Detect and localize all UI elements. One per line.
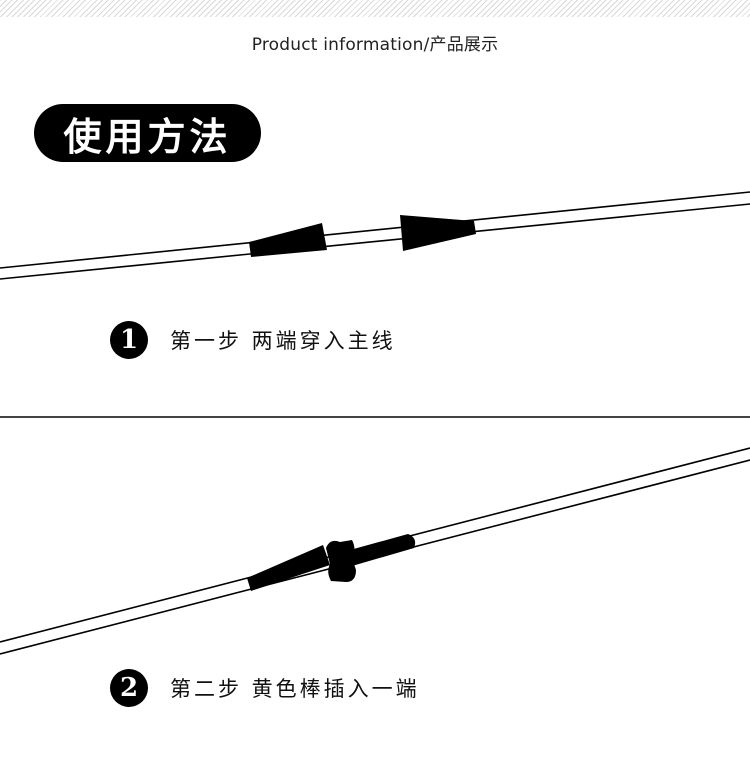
step-1-number: 1 — [110, 321, 148, 359]
section-divider — [0, 416, 750, 418]
line-diagram-1 — [0, 191, 750, 280]
step2-illustration — [0, 440, 750, 660]
stopper-joint — [326, 540, 356, 582]
step-1-text: 第一步 两端穿入主线 — [170, 329, 396, 353]
stopper-cone — [247, 545, 330, 591]
step-2: 2 第二步 黄色棒插入一端 — [110, 669, 420, 707]
header-pattern — [0, 0, 750, 17]
page-title: Product information/产品展示 — [251, 35, 499, 55]
step-2-number: 2 — [110, 669, 148, 707]
step1-illustration — [0, 180, 750, 290]
main-line-lower — [0, 203, 750, 280]
line-diagram-2 — [0, 447, 750, 655]
step-1: 1 第一步 两端穿入主线 — [110, 321, 396, 359]
stopper-right — [400, 215, 476, 251]
step-2-text: 第二步 黄色棒插入一端 — [170, 677, 420, 701]
main-line-upper — [0, 191, 750, 269]
insert-rod — [350, 534, 416, 566]
section-title-badge: 使用方法 — [34, 104, 261, 162]
stopper-left — [249, 223, 327, 257]
section-title: 使用方法 — [63, 114, 232, 159]
